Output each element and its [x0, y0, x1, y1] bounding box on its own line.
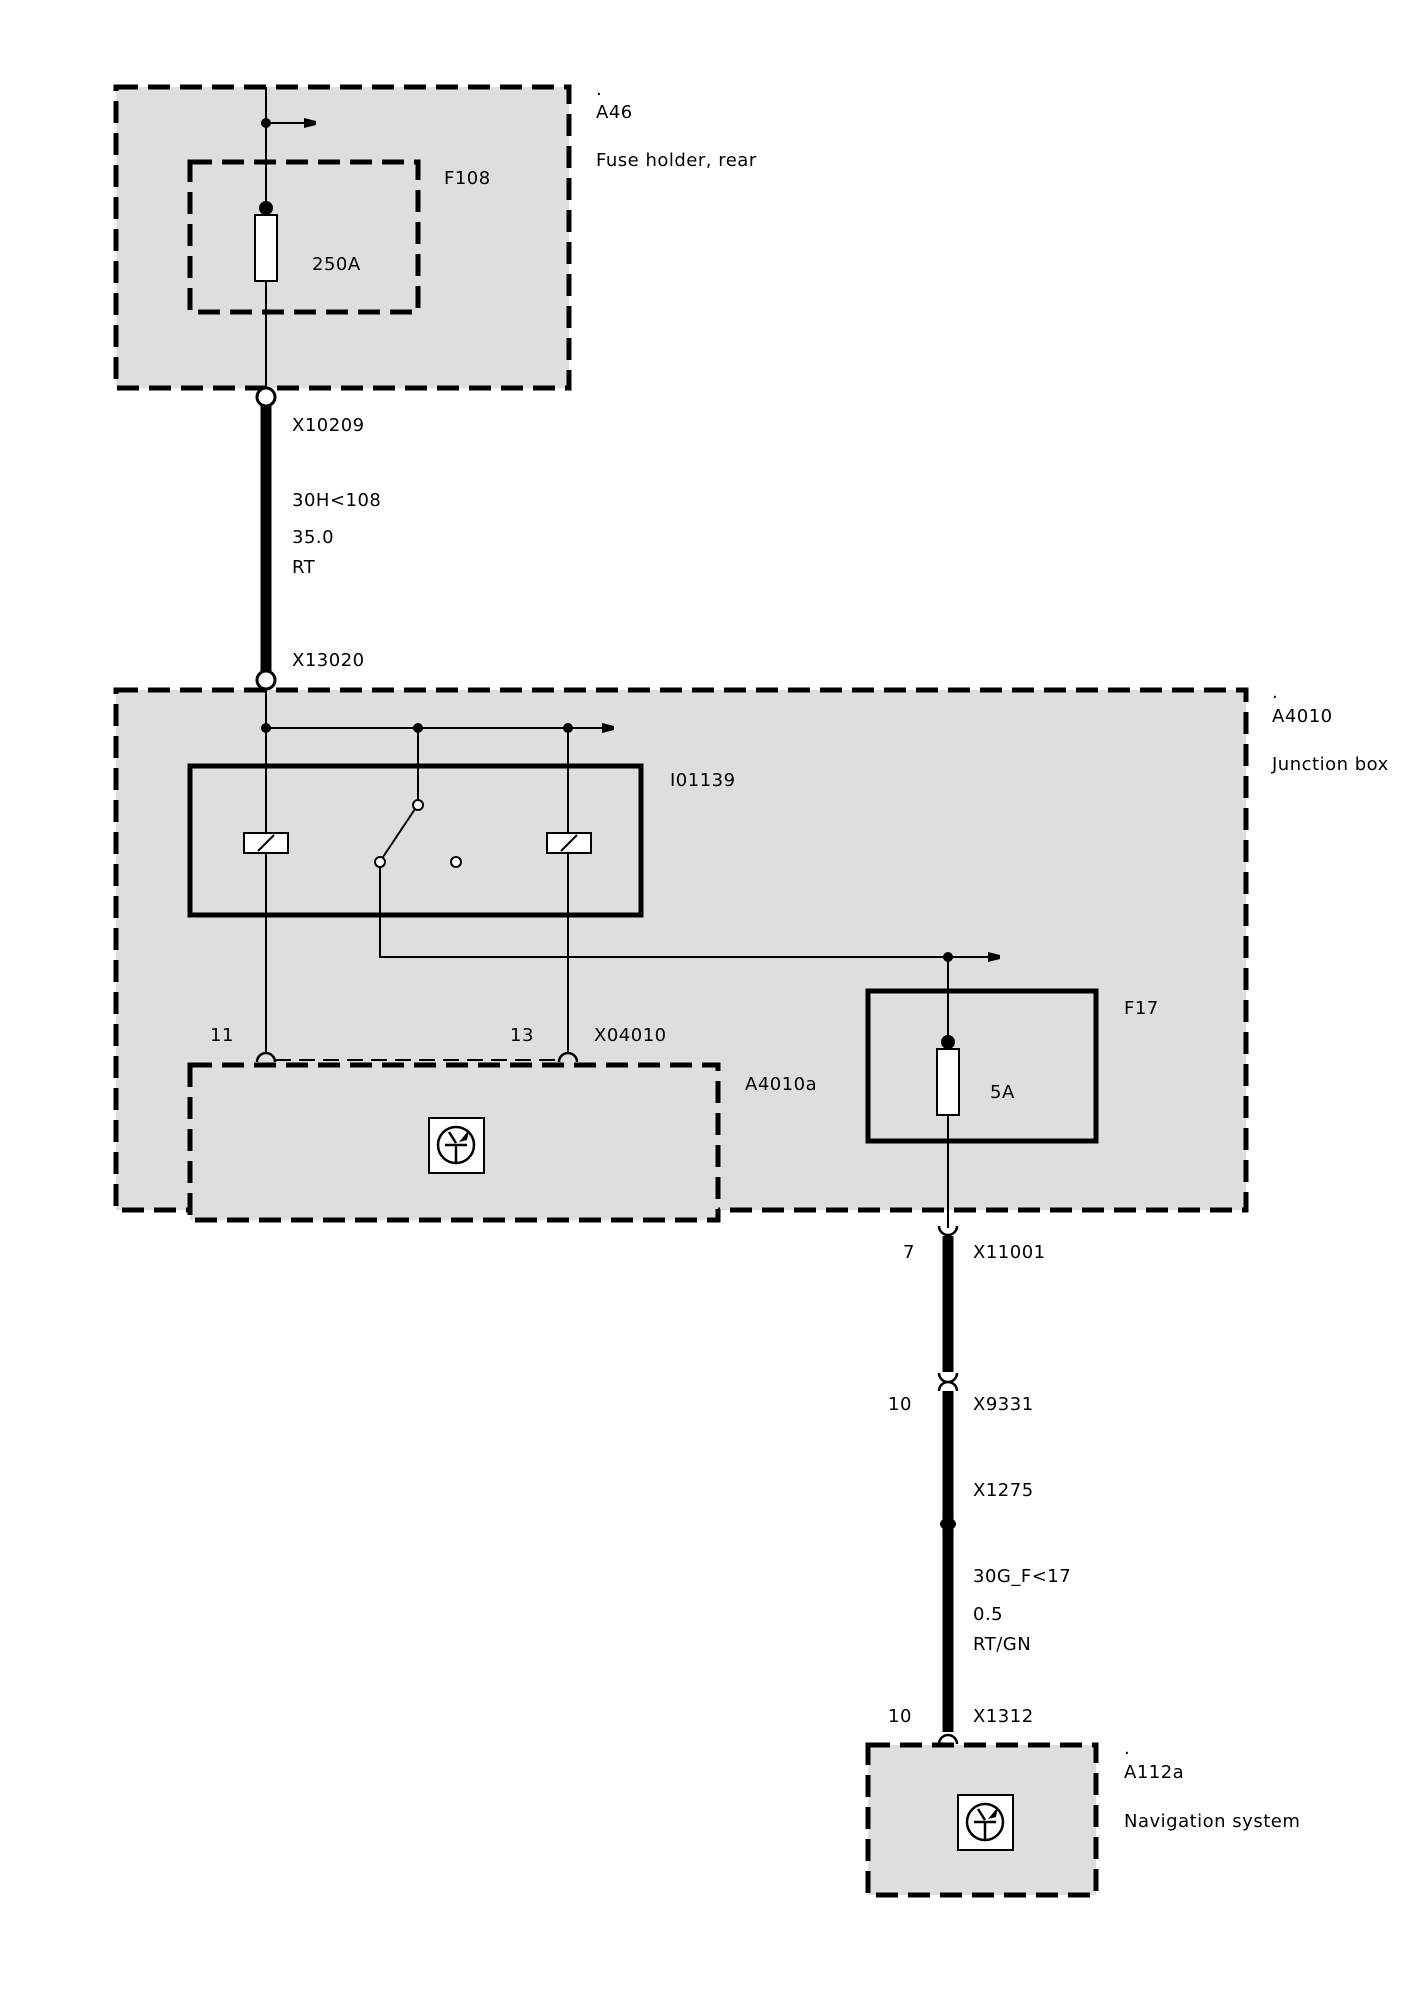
f108-dashed-outline [187, 159, 421, 315]
fuse-f17-symbol [936, 1048, 960, 1116]
wire-nav-color: RT/GN [973, 1634, 1031, 1655]
junction-dot-1 [261, 723, 271, 733]
connector-x10209-label: X10209 [292, 415, 365, 436]
splice-x1275 [940, 1518, 956, 1530]
control-unit-icon [428, 1117, 485, 1174]
connector-x04010-pin13-label: 13 [510, 1025, 534, 1046]
connector-x9331-arc-top [937, 1372, 959, 1384]
f17-rating: 5A [990, 1082, 1015, 1103]
control-unit-icon [957, 1794, 1014, 1851]
fuse-f108-symbol [254, 214, 278, 282]
connector-x04010-label: X04010 [594, 1025, 667, 1046]
wire-nav-signal: 30G_F<17 [973, 1566, 1071, 1587]
connector-x1312-pin-label: 10 [888, 1706, 912, 1727]
connector-x13020-ring [255, 669, 277, 691]
connector-x10209-ring [255, 386, 277, 408]
relay-coil-right-symbol [546, 832, 592, 854]
connector-x1312-label: X1312 [973, 1706, 1034, 1727]
a4010a-ref: A4010a [745, 1074, 817, 1095]
wire-switch-output [379, 867, 990, 957]
a4010-ref: A4010 [1272, 706, 1333, 727]
a4010-desc: Junction box [1271, 754, 1389, 775]
a112a-desc: Navigation system [1124, 1811, 1300, 1832]
connector-x9331-arc-bottom [937, 1380, 959, 1392]
component-a46 [113, 84, 572, 391]
f17-ref: F17 [1124, 998, 1159, 1019]
splice-x1275-label: X1275 [973, 1480, 1034, 1501]
a112a-ref: A112a [1124, 1762, 1184, 1783]
connector-x11001-arc [937, 1225, 959, 1237]
a46-dot: . [596, 79, 602, 100]
wire-main-gauge: 35.0 [292, 527, 334, 548]
wire-main-color: RT [292, 557, 316, 578]
f108-ref: F108 [444, 168, 491, 189]
connector-x04010-pin11-label: 11 [210, 1025, 234, 1046]
relay-switch-symbol [374, 799, 462, 868]
a112a-dot: . [1124, 1738, 1130, 1759]
relay-coil-left-symbol [243, 832, 289, 854]
f17-terminal-dot [941, 1035, 955, 1049]
connector-x1312-arc [937, 1733, 959, 1745]
wire-main-signal: 30H<108 [292, 490, 381, 511]
connector-x11001-pin-label: 7 [903, 1242, 915, 1263]
relay-i01139-box [187, 763, 644, 918]
a46-desc: Fuse holder, rear [596, 150, 757, 171]
f17-box [865, 988, 1099, 1144]
a46-ref: A46 [596, 102, 633, 123]
connector-x04010-pin13 [557, 1051, 579, 1063]
relay-ref: I01139 [670, 770, 736, 791]
a4010-dot: . [1272, 682, 1278, 703]
f108-terminal-dot [259, 201, 273, 215]
wire-nav-gauge: 0.5 [973, 1604, 1003, 1625]
f108-rating: 250A [312, 254, 361, 275]
connector-x04010-pin11 [255, 1051, 277, 1063]
connector-x9331-pin-label: 10 [888, 1394, 912, 1415]
connector-x9331-label: X9331 [973, 1394, 1034, 1415]
connector-x13020-label: X13020 [292, 650, 365, 671]
connector-x11001-label: X11001 [973, 1242, 1046, 1263]
